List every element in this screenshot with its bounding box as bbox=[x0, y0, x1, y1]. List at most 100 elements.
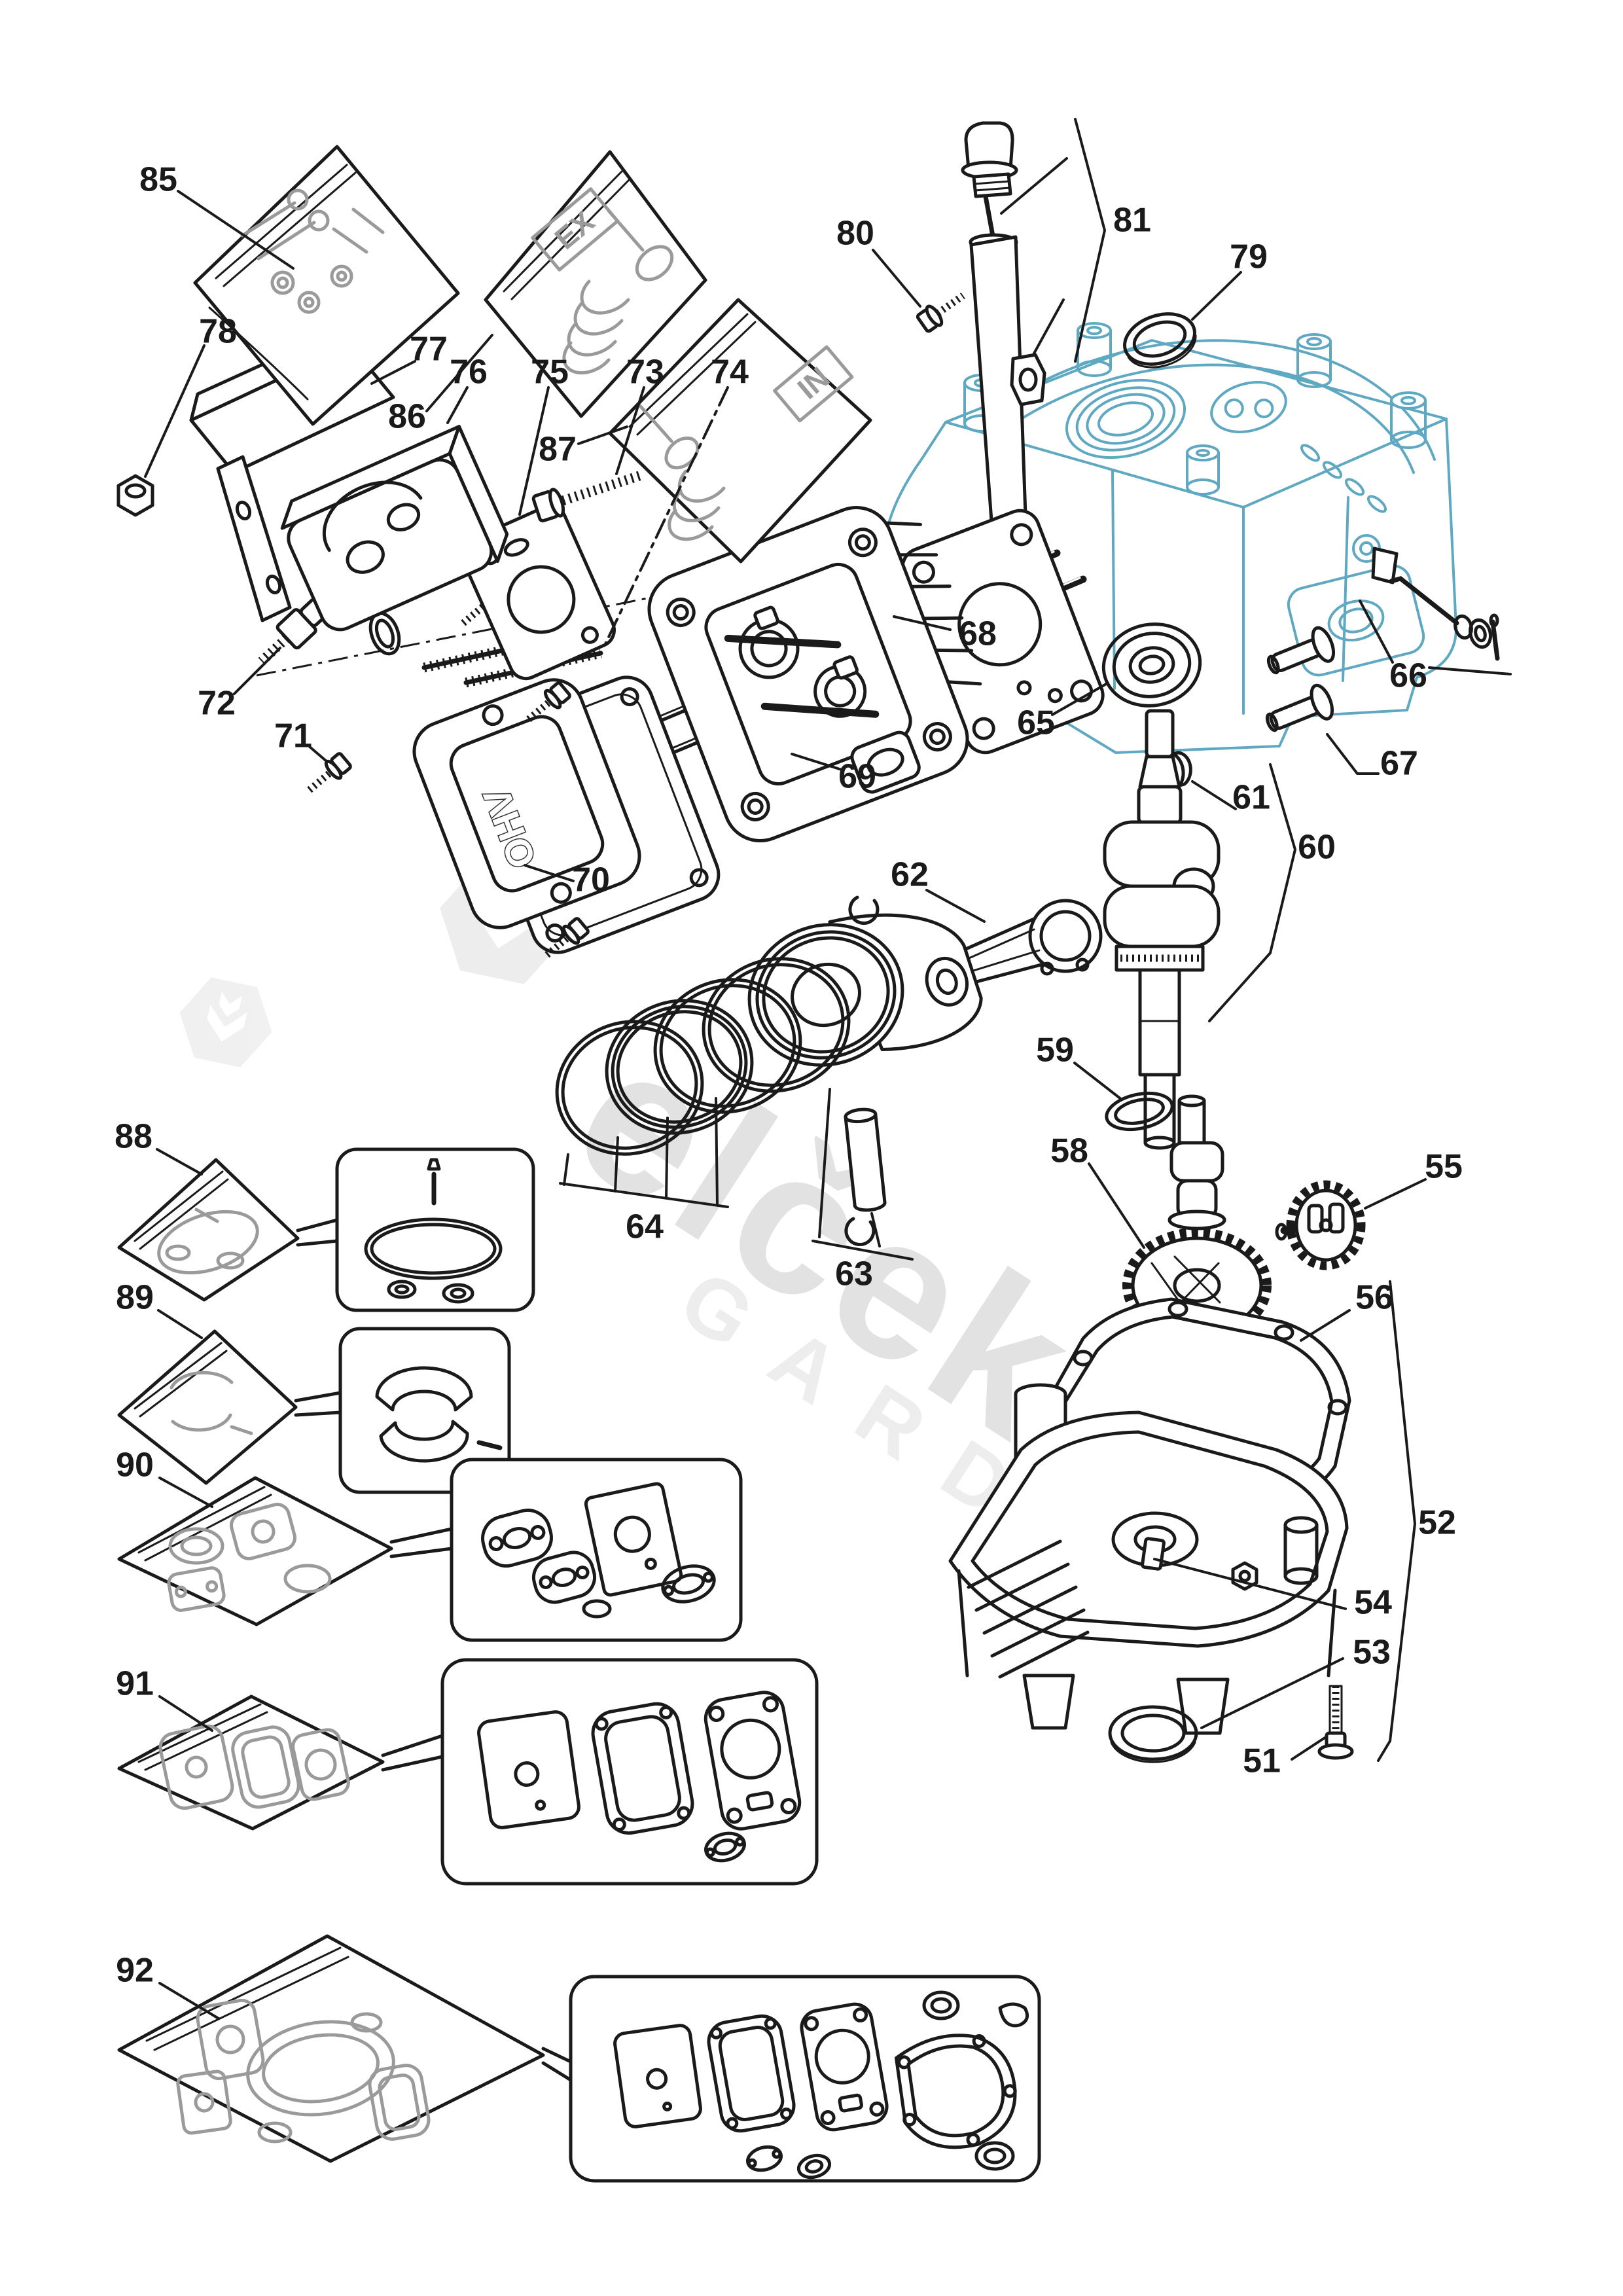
full-gasket-set-bag-92 bbox=[117, 1934, 545, 2163]
leader-55 bbox=[1364, 1178, 1427, 1210]
callout-80[interactable]: 80 bbox=[836, 215, 874, 253]
flange-screw-80 bbox=[916, 293, 965, 333]
leader-62 bbox=[925, 889, 986, 923]
leader-81 bbox=[1074, 118, 1106, 363]
hardware-bag-85 bbox=[193, 145, 460, 426]
leader-89 bbox=[157, 1309, 203, 1339]
callout-69[interactable]: 69 bbox=[838, 758, 876, 796]
governor-kit-box-89 bbox=[294, 1327, 511, 1494]
leader-60 bbox=[1269, 763, 1296, 954]
callout-64[interactable]: 64 bbox=[626, 1208, 664, 1246]
callout-58[interactable]: 58 bbox=[1050, 1132, 1088, 1170]
callout-89[interactable]: 89 bbox=[116, 1279, 154, 1317]
muffler-gasket-kit-box-90 bbox=[389, 1458, 743, 1642]
leader-58 bbox=[1088, 1162, 1145, 1249]
dowel-pins-67 bbox=[1265, 626, 1336, 732]
leader-66 bbox=[1359, 600, 1394, 664]
callout-65[interactable]: 65 bbox=[1017, 704, 1055, 742]
leader-51 bbox=[1291, 1736, 1327, 1761]
bag-85-contents bbox=[240, 188, 385, 314]
callout-68[interactable]: 68 bbox=[959, 615, 997, 653]
wrist-pin bbox=[844, 1107, 887, 1212]
carb-kit-bag-88 bbox=[117, 1158, 300, 1302]
governor-arm-66 bbox=[1371, 547, 1500, 661]
callout-79[interactable]: 79 bbox=[1230, 238, 1268, 276]
muffler bbox=[280, 425, 509, 632]
cylinder-head bbox=[647, 505, 982, 843]
callout-67[interactable]: 67 bbox=[1380, 745, 1418, 783]
carb-kit-box-88 bbox=[296, 1147, 535, 1312]
leader-77 bbox=[370, 360, 416, 385]
callout-76[interactable]: 76 bbox=[450, 353, 488, 391]
piston-rings bbox=[555, 957, 851, 1156]
leader-64-4 bbox=[559, 1182, 729, 1208]
callout-56[interactable]: 56 bbox=[1355, 1279, 1393, 1317]
leader-65 bbox=[1051, 682, 1109, 716]
callout-71[interactable]: 71 bbox=[274, 717, 312, 755]
callout-85[interactable]: 85 bbox=[139, 161, 177, 199]
callout-81[interactable]: 81 bbox=[1113, 202, 1151, 240]
pin-clips bbox=[844, 895, 880, 1246]
bag-90-contents bbox=[167, 1503, 332, 1612]
callout-73[interactable]: 73 bbox=[626, 353, 664, 391]
callout-51[interactable]: 51 bbox=[1243, 1742, 1281, 1780]
callout-63[interactable]: 63 bbox=[835, 1255, 873, 1293]
muffler-gasket-kit-bag-90 bbox=[117, 1476, 393, 1626]
leader-67 bbox=[1326, 733, 1380, 775]
bag-91-contents bbox=[158, 1724, 350, 1810]
leader-64-3 bbox=[715, 1097, 719, 1206]
bag-88-contents bbox=[157, 1208, 259, 1275]
callout-91[interactable]: 91 bbox=[116, 1665, 154, 1703]
leader-79 bbox=[1191, 271, 1242, 321]
callout-leader-lines bbox=[144, 118, 1512, 2020]
hexagon-logo-icon-small bbox=[179, 977, 272, 1067]
callout-66[interactable]: 66 bbox=[1389, 657, 1427, 695]
leader-73 bbox=[615, 386, 645, 475]
leader-75 bbox=[518, 386, 550, 516]
block-oil-slots bbox=[1300, 444, 1387, 513]
bag-89-contents bbox=[169, 1371, 253, 1435]
leader-52-1 bbox=[1377, 1740, 1391, 1762]
leader-68 bbox=[893, 615, 952, 631]
oil-seal-79 bbox=[1123, 312, 1197, 368]
callout-90[interactable]: 90 bbox=[116, 1446, 154, 1484]
callout-88[interactable]: 88 bbox=[115, 1118, 152, 1156]
leader-52 bbox=[1389, 1280, 1416, 1742]
callout-55[interactable]: 55 bbox=[1425, 1148, 1463, 1186]
callout-77[interactable]: 77 bbox=[410, 331, 448, 368]
muffler-bolt bbox=[531, 471, 642, 523]
callout-52[interactable]: 52 bbox=[1418, 1504, 1456, 1542]
leader-63-1 bbox=[870, 1212, 881, 1247]
leader-71 bbox=[308, 745, 329, 763]
callout-59[interactable]: 59 bbox=[1036, 1031, 1074, 1069]
leader-87 bbox=[577, 425, 628, 445]
woodruff-key-61 bbox=[1171, 751, 1192, 787]
callout-75[interactable]: 75 bbox=[531, 353, 569, 391]
leader-90 bbox=[158, 1477, 213, 1508]
leader-80 bbox=[872, 249, 921, 308]
callout-62[interactable]: 62 bbox=[891, 856, 929, 894]
callout-70[interactable]: 70 bbox=[572, 861, 610, 899]
callout-92[interactable]: 92 bbox=[116, 1952, 154, 1990]
leader-81-1 bbox=[1000, 157, 1068, 215]
leader-74 bbox=[603, 386, 729, 647]
callout-72[interactable]: 72 bbox=[198, 685, 236, 723]
callout-54[interactable]: 54 bbox=[1354, 1584, 1392, 1622]
callout-74[interactable]: 74 bbox=[711, 353, 749, 391]
callout-61[interactable]: 61 bbox=[1232, 779, 1270, 817]
callout-53[interactable]: 53 bbox=[1353, 1634, 1391, 1672]
leader-66-1 bbox=[1428, 666, 1512, 675]
thrust-washer-59 bbox=[1105, 1091, 1174, 1132]
callout-78[interactable]: 78 bbox=[199, 313, 237, 351]
callout-86[interactable]: 86 bbox=[388, 398, 426, 436]
governor-gear-55 bbox=[1275, 1180, 1366, 1270]
leader-64-2 bbox=[665, 1117, 669, 1199]
leader-59 bbox=[1073, 1062, 1123, 1101]
callout-87[interactable]: 87 bbox=[539, 431, 577, 469]
leader-70 bbox=[524, 864, 575, 882]
valve-cover: OHV bbox=[412, 678, 641, 929]
callout-60[interactable]: 60 bbox=[1298, 829, 1336, 867]
head-gasket-kit-bag-91 bbox=[117, 1695, 385, 1831]
leader-76 bbox=[446, 386, 469, 424]
